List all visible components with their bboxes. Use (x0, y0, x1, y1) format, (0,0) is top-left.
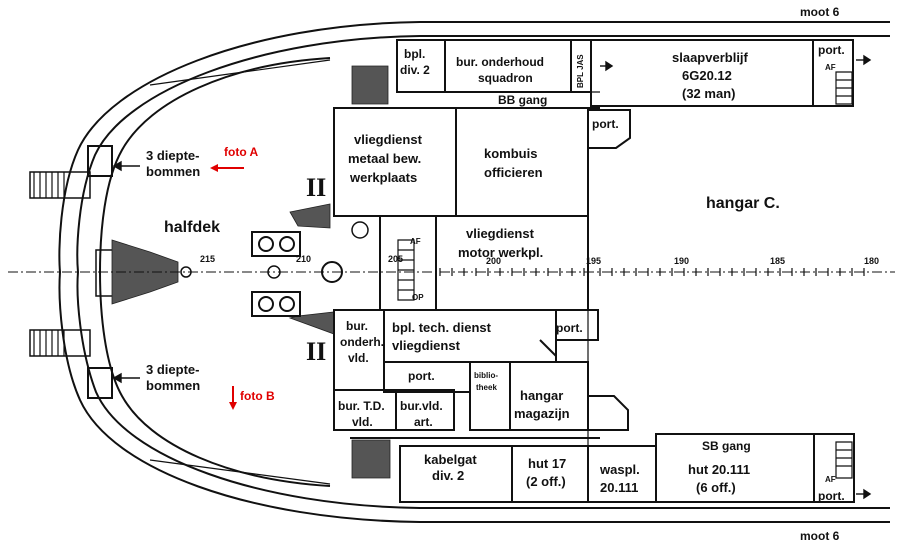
room-vliegdienst-metaal-line1: vliegdienst (354, 132, 423, 147)
room-hut20-line2: (6 off.) (696, 480, 736, 495)
room-bur-vld-art-line2: art. (414, 415, 433, 429)
foto-a-arrow-icon (210, 164, 244, 172)
room-kabelgat-line2: div. 2 (432, 468, 464, 483)
foto-a-label: foto A (224, 145, 259, 159)
room-bur-onderhoud-line1: bur. onderhoud (456, 55, 544, 69)
room-vliegdienst-metaal-line2: metaal bew. (348, 151, 421, 166)
stern-rack (29, 145, 117, 399)
moot-top-label: moot 6 (800, 5, 840, 19)
room-slaapverblijf-line2: 6G20.12 (682, 68, 732, 83)
capstan-blocks (111, 65, 391, 479)
room-bpl-div2-line2: div. 2 (400, 63, 430, 77)
frame-210: 210 (296, 254, 311, 264)
room-vliegdienst-metaal-line3: werkplaats (349, 170, 417, 185)
room-slaapverblijf-line3: (32 man) (682, 86, 735, 101)
room-bur-vld-art-line1: bur.vld. (400, 399, 443, 413)
foto-b-label: foto B (240, 389, 275, 403)
bb-gang-label: BB gang (498, 93, 547, 107)
room-port-top-right: port. (818, 43, 845, 57)
room-kombuis-line1: kombuis (484, 146, 537, 161)
room-port-bb: port. (592, 117, 619, 131)
sb-gang-label: SB gang (702, 439, 751, 453)
depth-charges-top-line1: 3 diepte- (146, 148, 199, 163)
bpl-jas-label: BPL JAS (576, 54, 585, 88)
room-kombuis-line2: officieren (484, 165, 543, 180)
room-vliegdienst-motor-line2: motor werkpl. (458, 245, 543, 260)
room-port-bottom-right: port. (818, 489, 845, 503)
room-bpl-tech-line2: vliegdienst (392, 338, 461, 353)
room-port-lower: port. (408, 369, 435, 383)
moot-bottom-label: moot 6 (800, 529, 840, 543)
room-bibliotheek-line2: theek (476, 383, 497, 392)
room-vliegdienst-motor-line1: vliegdienst (466, 226, 535, 241)
room-bur-td-line2: vld. (352, 415, 373, 429)
frame-180: 180 (864, 256, 879, 266)
room-hangar-magazijn-line1: hangar (520, 388, 563, 403)
room-slaapverblijf-line1: slaapverblijf (672, 50, 749, 65)
room-bur-onderh-vld-line3: vld. (348, 351, 369, 365)
arrows (112, 54, 872, 500)
depth-charges-bottom-line2: bommen (146, 378, 200, 393)
room-bibliotheek-line1: biblio- (474, 371, 498, 380)
room-bur-td-line1: bur. T.D. (338, 399, 385, 413)
roman-top-label: II (306, 173, 326, 202)
room-hangar-magazijn-line2: magazijn (514, 406, 570, 421)
hangar-c-label: hangar C. (706, 195, 780, 212)
compartments (333, 39, 855, 503)
room-hut20-line1: hut 20.111 (688, 462, 750, 477)
halfdek-label: halfdek (164, 219, 220, 236)
af-top-label: AF (825, 63, 836, 72)
op-mid-label: OP (412, 293, 424, 302)
room-bpl-tech-line1: bpl. tech. dienst (392, 320, 492, 335)
room-hut17-line2: (2 off.) (526, 474, 566, 489)
bollards (180, 221, 369, 317)
frame-185: 185 (770, 256, 785, 266)
room-port-mid: port. (556, 321, 583, 335)
af-bottom-label: AF (825, 475, 836, 484)
centerline (8, 268, 895, 276)
frame-190: 190 (674, 256, 689, 266)
frame-200: 200 (486, 256, 501, 266)
room-bur-onderhoud-line2: squadron (478, 71, 533, 85)
room-waspl-line1: waspl. (599, 462, 640, 477)
frame-195: 195 (586, 256, 601, 266)
room-bpl-div2-line1: bpl. (404, 47, 425, 61)
room-bur-onderh-vld-line1: bur. (346, 319, 368, 333)
depth-charges-top-line2: bommen (146, 164, 200, 179)
frame-205: 205 (388, 254, 403, 264)
depth-charges-bottom-line1: 3 diepte- (146, 362, 199, 377)
room-bur-onderh-vld-line2: onderh. (340, 335, 384, 349)
roman-bottom-label: II (306, 337, 326, 366)
frame-215: 215 (200, 254, 215, 264)
room-hut17-line1: hut 17 (528, 456, 566, 471)
foto-b-arrow-icon (229, 386, 237, 410)
room-kabelgat-line1: kabelgat (424, 452, 477, 467)
room-waspl-line2: 20.111 (600, 480, 638, 495)
af-mid-label: AF (410, 237, 421, 246)
